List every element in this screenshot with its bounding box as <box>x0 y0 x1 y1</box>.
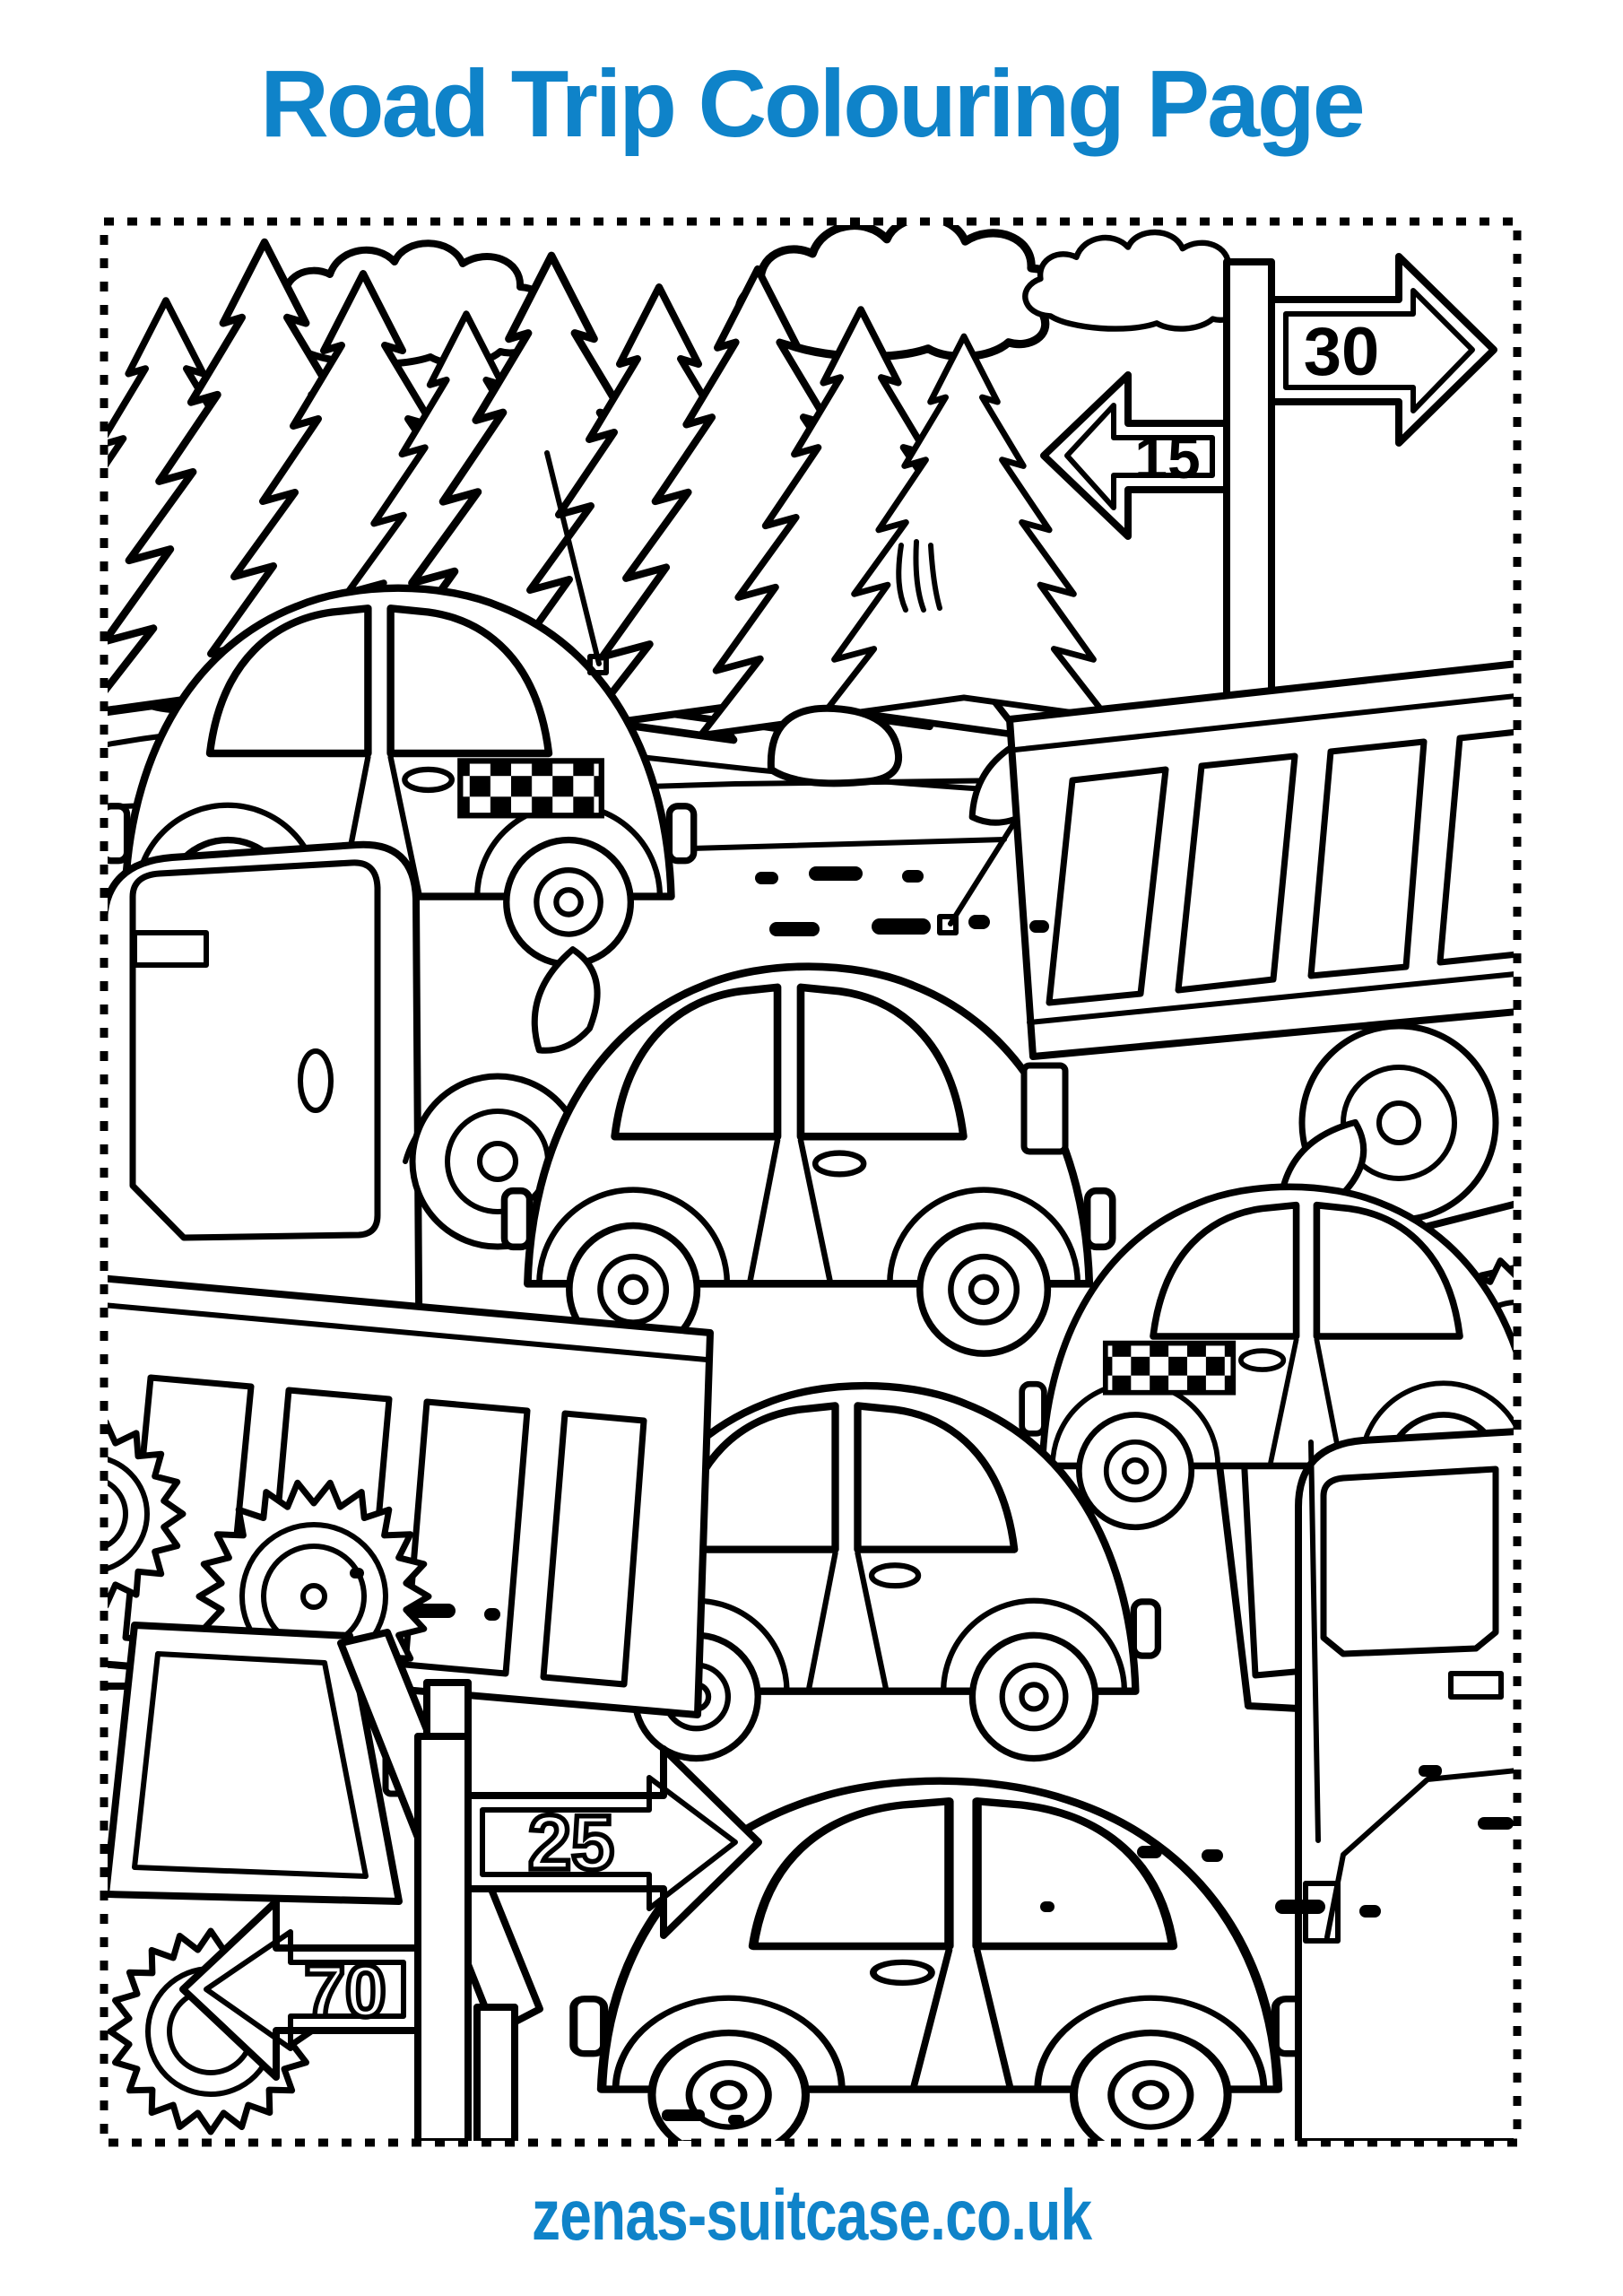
speed-sign-30-label: 30 <box>1304 314 1380 390</box>
sign-post <box>414 1733 472 2141</box>
speed-sign-70: 70 <box>179 1898 421 2081</box>
speed-sign-70-label: 70 <box>304 1951 386 2032</box>
speed-sign-15: 15 <box>1040 371 1230 540</box>
speed-sign-15-label: 15 <box>1134 424 1200 491</box>
cloud <box>1025 232 1250 329</box>
sign-post-top: 30 15 <box>1040 253 1497 750</box>
sign-post <box>1223 258 1275 750</box>
road-dashes <box>350 866 1514 2141</box>
sign-post-cap <box>423 1679 472 1742</box>
speed-sign-25-label: 25 <box>528 1800 614 1886</box>
sign-post-bottom: 25 70 <box>179 1679 762 2141</box>
hitch <box>1020 1062 1069 1155</box>
speed-sign-30: 30 <box>1268 253 1497 447</box>
taxi-car-top-left <box>102 450 693 964</box>
dashed-border <box>100 217 1522 2147</box>
stake-truck-right <box>1006 660 1514 1223</box>
fender-fin <box>520 946 609 1053</box>
footer: zenas-suitcase.co.uk <box>0 2174 1623 2257</box>
speed-sign-25: 25 <box>464 1745 762 1939</box>
bush <box>767 704 903 787</box>
page-title: Road Trip Colouring Page <box>260 51 1366 157</box>
footer-url: zenas-suitcase.co.uk <box>531 2175 1092 2255</box>
jeep-bottom-right <box>1295 1428 1514 2141</box>
antenna <box>544 450 602 666</box>
sign-post <box>473 2004 518 2141</box>
